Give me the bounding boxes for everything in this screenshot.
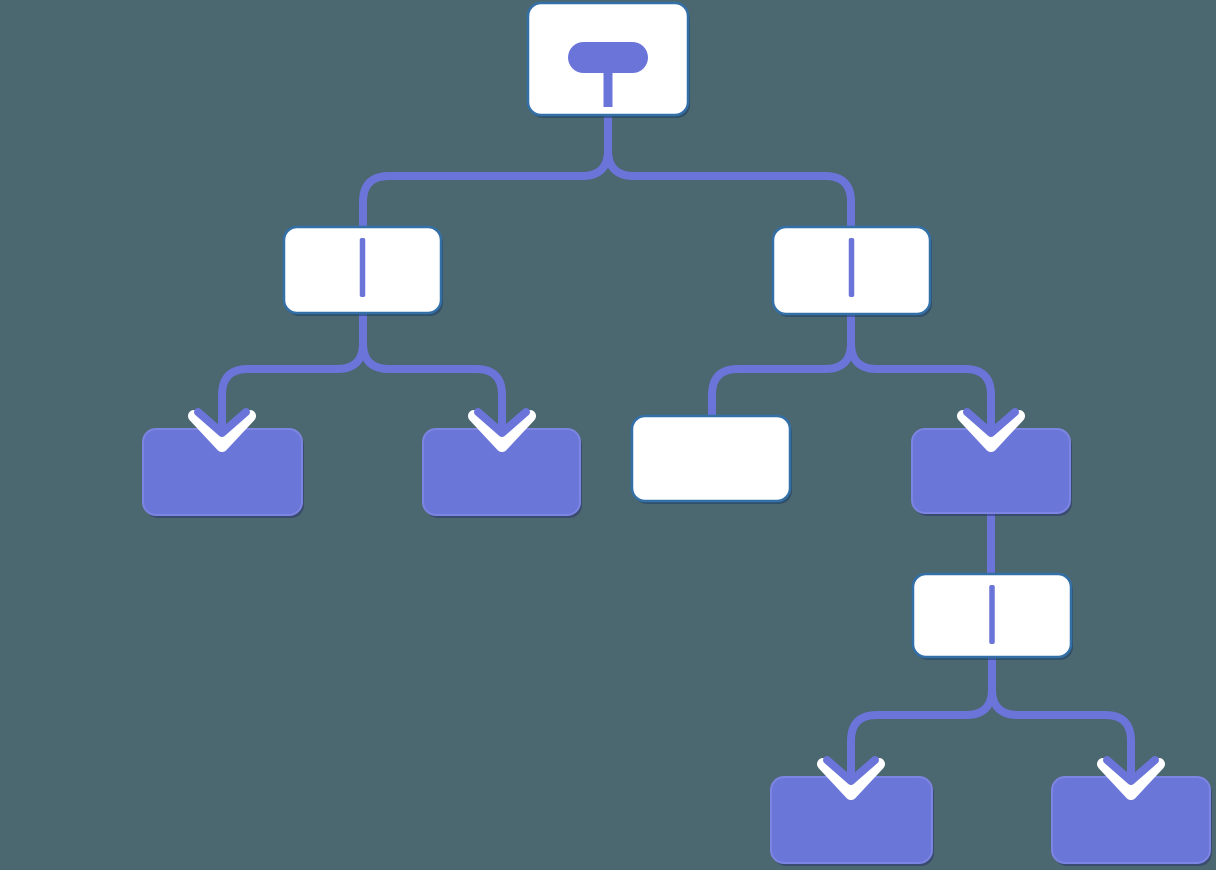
arrowhead-chevron-icon	[1097, 743, 1165, 800]
collapsed-subtree-stem-icon	[603, 69, 613, 107]
tree-node-leaf-4[interactable]	[770, 776, 934, 866]
node-card	[630, 414, 792, 503]
tree-node-leaf-2[interactable]	[422, 428, 582, 518]
arrowhead-chevron-icon	[188, 395, 256, 452]
chevron-head	[963, 408, 1019, 437]
arrowhead-chevron-icon	[468, 395, 536, 452]
tree-node-branch-right[interactable]	[771, 225, 932, 317]
tree-node-leaf-1[interactable]	[142, 428, 304, 518]
tree-node-root[interactable]	[526, 1, 690, 118]
node-layer	[142, 1, 1212, 866]
divider-line-icon	[359, 238, 366, 297]
chevron-head	[474, 408, 530, 437]
tree-node-leaf-3[interactable]	[630, 414, 792, 504]
collapsed-subtree-pill-icon	[568, 42, 648, 73]
edge-layer	[218, 112, 1135, 781]
connector-edge-branch-right-to-leaf-3	[708, 313, 855, 420]
chevron-head	[1103, 756, 1159, 785]
connector-edge-branch-left-to-leaf-2	[359, 312, 506, 433]
tree-node-branch-right-2[interactable]	[911, 572, 1073, 660]
tree-node-branch-left[interactable]	[282, 225, 443, 316]
arrowhead-chevron-icon	[817, 743, 885, 800]
connector-edge-root-to-branch-left	[359, 112, 612, 231]
chevron-outline	[817, 758, 885, 800]
chevron-head	[194, 408, 250, 437]
chevron-outline	[957, 410, 1025, 452]
connector-edge-root-to-branch-right	[604, 112, 855, 231]
connector-edge-branch-right-2-to-leaf-5	[988, 656, 1135, 781]
divider-line-icon	[989, 585, 995, 644]
chevron-head	[823, 756, 879, 785]
tree-node-node-4[interactable]	[911, 428, 1072, 516]
chevron-outline	[468, 410, 536, 452]
divider-line-icon	[848, 238, 855, 297]
connector-edge-branch-right-to-node-4	[847, 313, 995, 433]
tree-node-leaf-5[interactable]	[1051, 776, 1212, 866]
arrowhead-chevron-icon	[957, 395, 1025, 452]
chevron-outline	[1097, 758, 1165, 800]
chevron-outline	[188, 410, 256, 452]
marker-layer	[188, 395, 1165, 800]
